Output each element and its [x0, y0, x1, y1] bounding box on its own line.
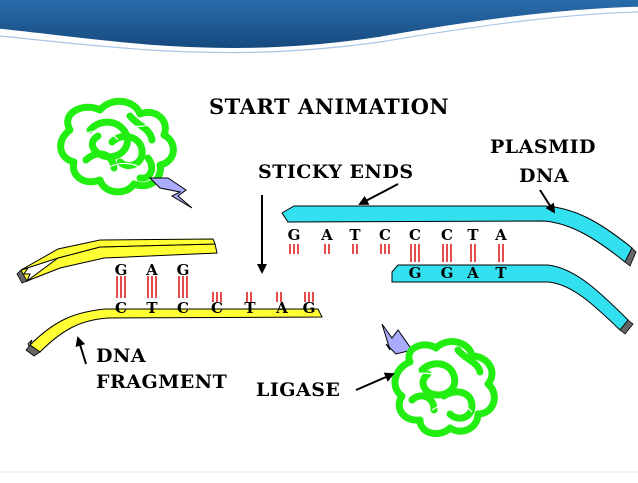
plasmid-dna — [281, 205, 637, 335]
hydrogen-bonds — [116, 244, 504, 302]
ligase-enzyme-icon — [381, 323, 498, 438]
ligase-label: LIGASE — [256, 379, 341, 401]
fragment-top-base: A — [145, 261, 158, 279]
plasmid-top-base: T — [349, 226, 361, 244]
fragment-top-base: G — [115, 261, 128, 279]
fragment-top-base: G — [177, 261, 190, 279]
plasmid-top-base: A — [494, 226, 507, 244]
plasmid-label: PLASMID — [490, 136, 597, 158]
plasmid-top-base: G — [288, 226, 301, 244]
plasmid-top-base: C — [409, 226, 421, 244]
base-letters: G A G C T C C T A G G A T C C C T A G G … — [115, 226, 508, 317]
plasmid-bottom-base: G — [441, 264, 454, 282]
fragment-bottom-base: T — [146, 299, 158, 317]
fragment-bottom-base: T — [244, 299, 256, 317]
fragment-bottom-strand — [29, 308, 323, 353]
pointer-arrow-icon — [75, 183, 556, 391]
sticky-ends-label: STICKY ENDS — [258, 161, 414, 183]
plasmid-bottom-base: T — [495, 264, 507, 282]
plasmid-top-base: C — [379, 226, 391, 244]
fragment-bottom-base: C — [115, 299, 127, 317]
fragment-bottom-base: C — [177, 299, 189, 317]
plasmid-bottom-base: G — [409, 264, 422, 282]
fragment-bottom-base: C — [211, 299, 223, 317]
plasmid-bottom-base: A — [466, 264, 479, 282]
header-band — [0, 0, 638, 54]
ligase-enzyme-icon — [57, 97, 193, 209]
plasmid-dna-label: DNA — [519, 165, 570, 187]
plasmid-top-base: C — [441, 226, 453, 244]
start-animation-title[interactable]: START ANIMATION — [209, 94, 450, 119]
dna-fragment — [16, 238, 323, 357]
dna-label: DNA — [96, 345, 147, 367]
plasmid-top-base: A — [320, 226, 333, 244]
plasmid-bottom-strand — [391, 264, 629, 331]
fragment-bottom-base: G — [303, 299, 316, 317]
fragment-bottom-base: A — [275, 299, 288, 317]
plasmid-top-strand — [281, 205, 633, 263]
plasmid-top-base: T — [467, 226, 479, 244]
fragment-label: FRAGMENT — [96, 371, 228, 393]
